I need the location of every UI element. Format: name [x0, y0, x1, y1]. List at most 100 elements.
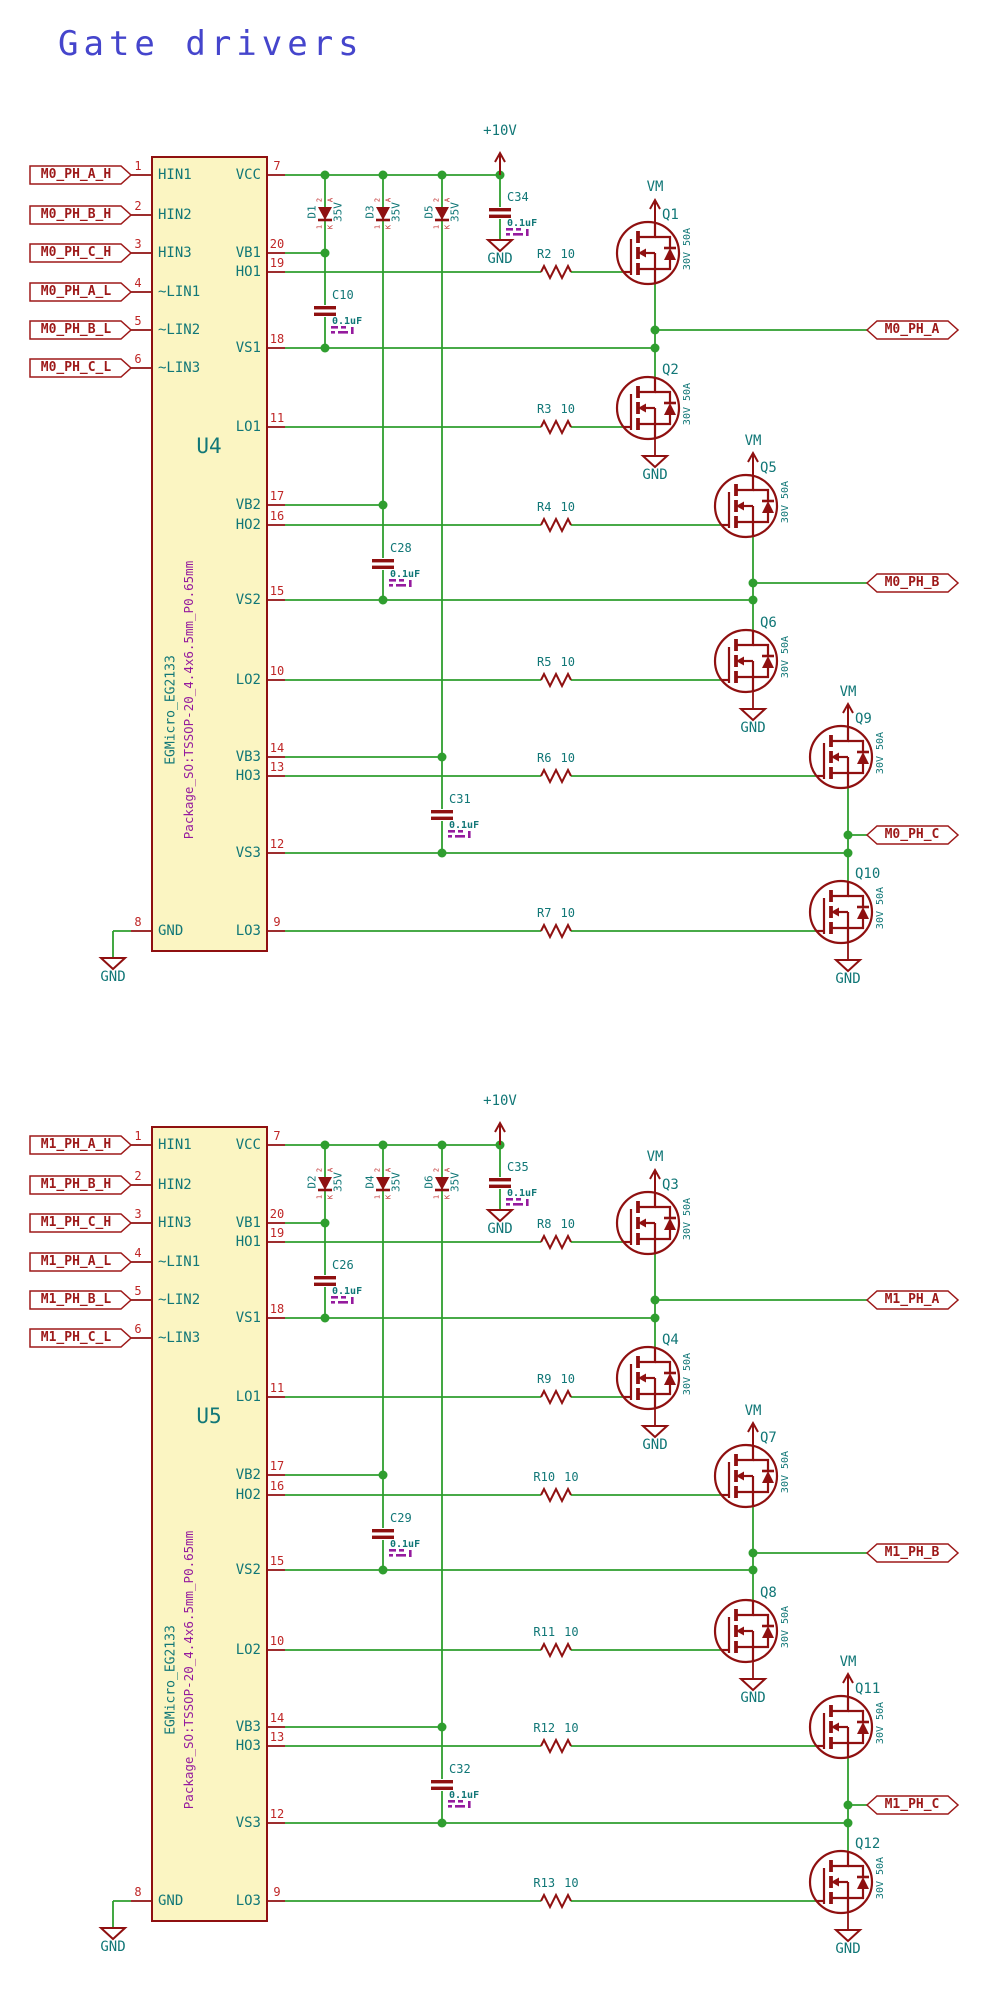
mosfet-rating: 30V 50A — [682, 382, 693, 426]
diode-pin-number: 1 — [432, 1194, 441, 1200]
diode-pin-name: A — [443, 1167, 452, 1173]
gate-resistor — [540, 1235, 572, 1249]
pin-name: ~LIN2 — [158, 1292, 201, 1308]
resistor-reference: R9 — [537, 1372, 552, 1386]
pin-name: GND — [158, 1893, 184, 1909]
nmos-transistor — [713, 1598, 779, 1664]
vm-net-name: VM — [646, 1149, 664, 1165]
mosfet-reference: Q11 — [855, 1681, 881, 1697]
power-arrow-icon — [649, 199, 661, 223]
gnd-icon — [642, 455, 668, 468]
pin-number: 11 — [269, 411, 285, 425]
diode-pin-number: 1 — [373, 224, 382, 230]
nmos-transistor — [808, 1849, 874, 1915]
gnd-net-name: GND — [835, 1941, 861, 1957]
net-label: M1_PH_B — [884, 1545, 940, 1560]
vcc-net-name: +10V — [483, 123, 517, 139]
gate-resistor — [540, 1739, 572, 1753]
capacitor-reference: C35 — [507, 1160, 529, 1174]
pin-name: VCC — [235, 1137, 261, 1153]
resistor-reference: R6 — [537, 751, 552, 765]
pin-name: HO2 — [235, 1487, 261, 1503]
resistor-reference: R8 — [537, 1217, 552, 1231]
junction-dots — [320, 170, 853, 858]
footprint-field-marks — [506, 228, 529, 236]
mosfet-reference: Q7 — [760, 1430, 777, 1446]
pin-name: VS3 — [235, 1815, 261, 1831]
zener-diode — [433, 1175, 451, 1192]
resistor-reference: R4 — [537, 500, 552, 514]
vcc-net-name: +10V — [483, 1093, 517, 1109]
gnd-net-name: GND — [100, 969, 126, 985]
pin-name: VB3 — [235, 1719, 261, 1735]
zener-diode — [316, 1175, 334, 1192]
net-label: M0_PH_B — [884, 575, 940, 590]
resistor-value: 10 — [560, 751, 575, 765]
pin-name: VB3 — [235, 749, 261, 765]
pin-number: 5 — [134, 1284, 142, 1298]
pin-number: 12 — [269, 1807, 285, 1821]
ic-footprint: Package_SO:TSSOP-20_4.4x6.5mm_P0.65mm — [180, 1530, 196, 1810]
pin-name: VS2 — [235, 1562, 261, 1578]
resistor-value: 10 — [560, 1217, 575, 1231]
pin-name: ~LIN3 — [158, 360, 201, 376]
ic-reference: U4 — [196, 434, 222, 458]
pin-name: VS1 — [235, 340, 261, 356]
mosfet-rating: 30V 50A — [780, 480, 791, 524]
pin-number: 8 — [134, 915, 142, 929]
pin-name: ~LIN1 — [158, 1254, 201, 1270]
pin-name: HIN1 — [158, 1137, 192, 1153]
diode-value: 35V — [331, 202, 345, 222]
resistor-reference: R12 — [533, 1721, 556, 1735]
gate-resistor — [540, 769, 572, 783]
power-arrow-icon — [747, 452, 759, 476]
pin-name: ~LIN3 — [158, 1330, 201, 1346]
diode-value: 35V — [448, 1172, 462, 1192]
pin-name: VB2 — [235, 1467, 261, 1483]
pin-number: 16 — [269, 1479, 285, 1493]
diode-value: 35V — [331, 1172, 345, 1192]
gnd-icon — [835, 1929, 861, 1942]
diode-pin-name: K — [443, 224, 452, 230]
pin-number: 18 — [269, 1302, 285, 1316]
capacitor-reference: C32 — [449, 1762, 471, 1776]
resistor-reference: R7 — [537, 906, 552, 920]
mosfet-rating: 30V 50A — [875, 1701, 886, 1745]
power-arrow-icon — [842, 703, 854, 727]
diode-value: 35V — [448, 202, 462, 222]
diode-pin-number: 1 — [432, 224, 441, 230]
pin-name: LO2 — [235, 672, 261, 688]
resistor-reference: R5 — [537, 655, 552, 669]
pin-number: 10 — [269, 1634, 285, 1648]
diode-pin-number: 1 — [315, 1194, 324, 1200]
pin-name: ~LIN1 — [158, 284, 201, 300]
net-label: M1_PH_B_L — [40, 1292, 112, 1307]
nmos-transistor — [713, 628, 779, 694]
ic-part-name: EGMicro_EG2133 — [163, 1625, 179, 1735]
mosfet-reference: Q9 — [855, 711, 872, 727]
pin-name: ~LIN2 — [158, 322, 201, 338]
capacitor-value: 0.1uF — [507, 218, 538, 229]
page-title: Gate drivers — [58, 24, 364, 64]
pin-number: 9 — [273, 915, 281, 929]
gnd-icon — [100, 957, 126, 970]
pin-number: 3 — [134, 1207, 142, 1221]
power-arrow-icon — [747, 1422, 759, 1446]
diode-pin-number: 2 — [432, 197, 441, 203]
resistor-reference: R2 — [537, 247, 552, 261]
ic-body — [151, 156, 268, 952]
diode-reference: D4 — [363, 1175, 377, 1189]
nmos-transistor — [713, 1443, 779, 1509]
diode-pin-number: 1 — [373, 1194, 382, 1200]
pin-name: HIN1 — [158, 167, 192, 183]
gate-resistor — [540, 1894, 572, 1908]
net-label: M1_PH_C — [884, 1797, 940, 1812]
pin-name: LO3 — [235, 923, 261, 939]
pin-name: LO1 — [235, 1389, 261, 1405]
resistor-value: 10 — [564, 1470, 579, 1484]
